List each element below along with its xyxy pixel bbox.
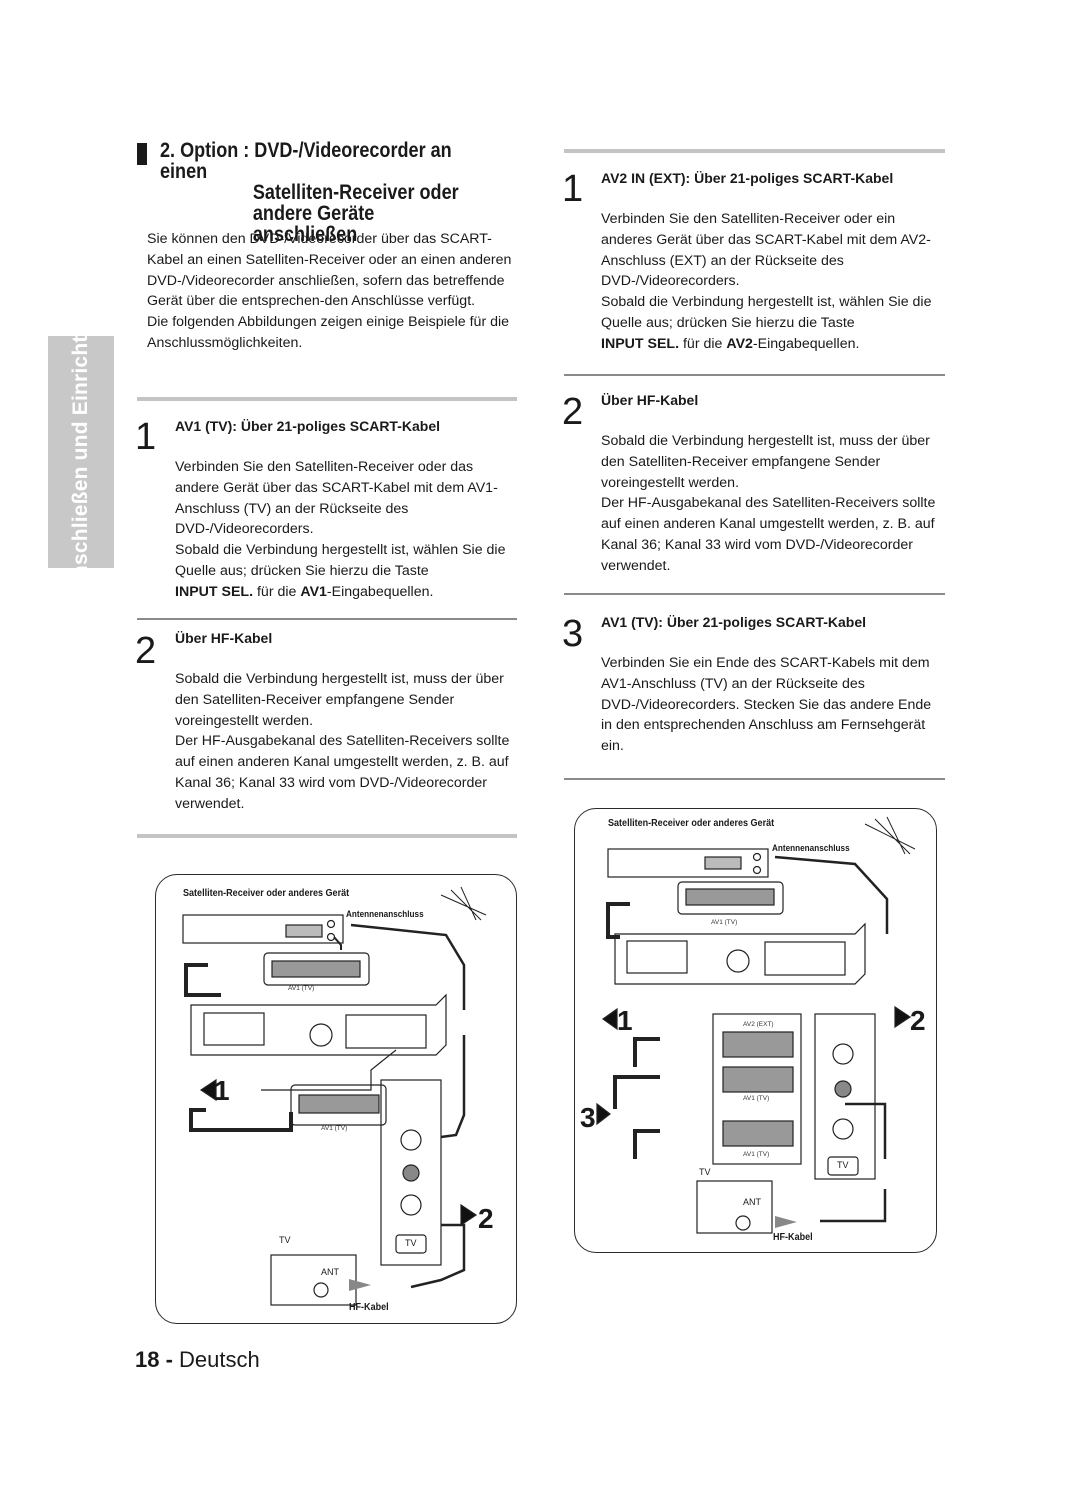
step-paragraph: Sobald die Verbindung hergestellt ist, m… [175,671,504,729]
step-text: Sobald die Verbindung hergestellt ist, w… [601,294,932,331]
step-paragraph: Verbinden Sie den Satelliten-Receiver od… [601,211,931,290]
marker-2: 2 [910,1005,926,1036]
av2-label: AV2 (EXT) [743,1021,774,1028]
step-number: 2 [135,630,157,672]
step-body: Verbinden Sie ein Ende des SCART-Kabels … [601,653,944,757]
title-marker [137,143,147,165]
step-body: Sobald die Verbindung hergestellt ist, m… [601,431,944,577]
step-heading: AV2 IN (EXT): Über 21-poliges SCART-Kabe… [601,170,894,186]
step-number: 1 [562,168,584,210]
section-rule [137,834,517,838]
button-name: INPUT SEL. [601,335,680,352]
step-text: -Eingabequellen. [326,583,434,600]
ant-label: ANT [321,1267,339,1277]
step-text: für die [679,335,727,352]
step-paragraph: Sobald die Verbindung hergestellt ist, w… [601,292,943,354]
av1-label: AV1 (TV) [743,1095,770,1102]
step-divider [564,778,945,780]
step-text: -Eingabequellen. [752,335,860,352]
title-line-2: Satelliten-Receiver oder [252,181,459,204]
hf-cable-label: HF-Kabel [349,1301,389,1313]
av1-label: AV1 (TV) [321,1125,348,1132]
hf-cable-label: HF-Kabel [773,1231,813,1243]
intro-text: Sie können den DVD-/Videorecorder über d… [147,229,519,354]
av1-label: AV1 (TV) [288,985,315,992]
step-body: Verbinden Sie den Satelliten-Receiver od… [175,457,515,603]
page-number: 18 - [135,1347,173,1372]
step-paragraph: Der HF-Ausgabekanal des Satelliten-Recei… [175,733,510,812]
step-number: 1 [135,416,157,458]
step-body: Verbinden Sie den Satelliten-Receiver od… [601,209,943,355]
step-heading: AV1 (TV): Über 21-poliges SCART-Kabel [601,614,867,630]
step-number: 2 [562,391,584,433]
step-heading: Über HF-Kabel [601,392,699,408]
side-tab-label: Anschließen und Einrichten [69,310,92,594]
step-body: Sobald die Verbindung hergestellt ist, m… [175,669,517,815]
step-text: für die [253,583,301,600]
av1-label: AV1 (TV) [743,1151,770,1158]
tv-label: TV [699,1167,711,1177]
step-divider [137,618,517,620]
step-text: Sobald die Verbindung hergestellt ist, w… [175,542,506,579]
connection-diagram-left: Satelliten-Receiver oder anderes Gerät A… [155,874,517,1324]
step-paragraph: Sobald die Verbindung hergestellt ist, w… [175,540,515,602]
section-rule [564,149,945,153]
receiver-box [182,914,344,944]
side-tab: Anschließen und Einrichten [48,311,114,593]
antenna-label: Antennenanschluss [346,909,424,920]
intro-paragraph-2: Die folgenden Abbildungen zeigen einige … [147,314,510,351]
receiver-label: Satelliten-Receiver oder anderes Gerät [183,887,350,899]
step-paragraph: Verbinden Sie den Satelliten-Receiver od… [175,459,498,538]
step-divider [564,593,945,595]
diagram-drawing [596,816,916,1234]
button-name: INPUT SEL. [175,583,254,600]
marker-3: 3 [580,1102,596,1133]
input-name: AV2 [726,335,753,352]
antenna-label: Antennenanschluss [772,843,850,854]
section-rule [137,397,517,401]
step-paragraph: Der HF-Ausgabekanal des Satelliten-Recei… [601,495,936,574]
tv-icon: TV [405,1238,417,1248]
title-line-3: andere Geräte anschließen [252,202,375,246]
page-title: 2. Option : DVD-/Videorecorder an einen … [160,140,478,245]
title-line-1: 2. Option : DVD-/Videorecorder an einen [160,139,452,183]
tv-icon: TV [837,1160,849,1170]
av1-label: AV1 (TV) [711,919,738,926]
intro-paragraph-1: Sie können den DVD-/Videorecorder über d… [147,231,512,310]
step-heading: AV1 (TV): Über 21-poliges SCART-Kabel [175,418,441,434]
step-heading: Über HF-Kabel [175,630,273,646]
step-number: 3 [562,613,584,655]
marker-2: 2 [478,1203,494,1234]
language-label: Deutsch [179,1347,260,1372]
tv-label: TV [279,1235,291,1245]
marker-1: 1 [617,1005,633,1036]
ant-label: ANT [743,1197,761,1207]
page-footer: 18 - Deutsch [135,1347,260,1373]
input-name: AV1 [300,583,327,600]
connection-diagram-right: Satelliten-Receiver oder anderes Gerät A… [574,808,937,1253]
step-divider [564,374,945,376]
receiver-box [607,848,769,878]
diagram-drawing [182,886,487,1306]
step-paragraph: Verbinden Sie ein Ende des SCART-Kabels … [601,655,932,755]
marker-1: 1 [214,1075,230,1106]
step-paragraph: Sobald die Verbindung hergestellt ist, m… [601,433,930,491]
receiver-label: Satelliten-Receiver oder anderes Gerät [608,817,775,829]
